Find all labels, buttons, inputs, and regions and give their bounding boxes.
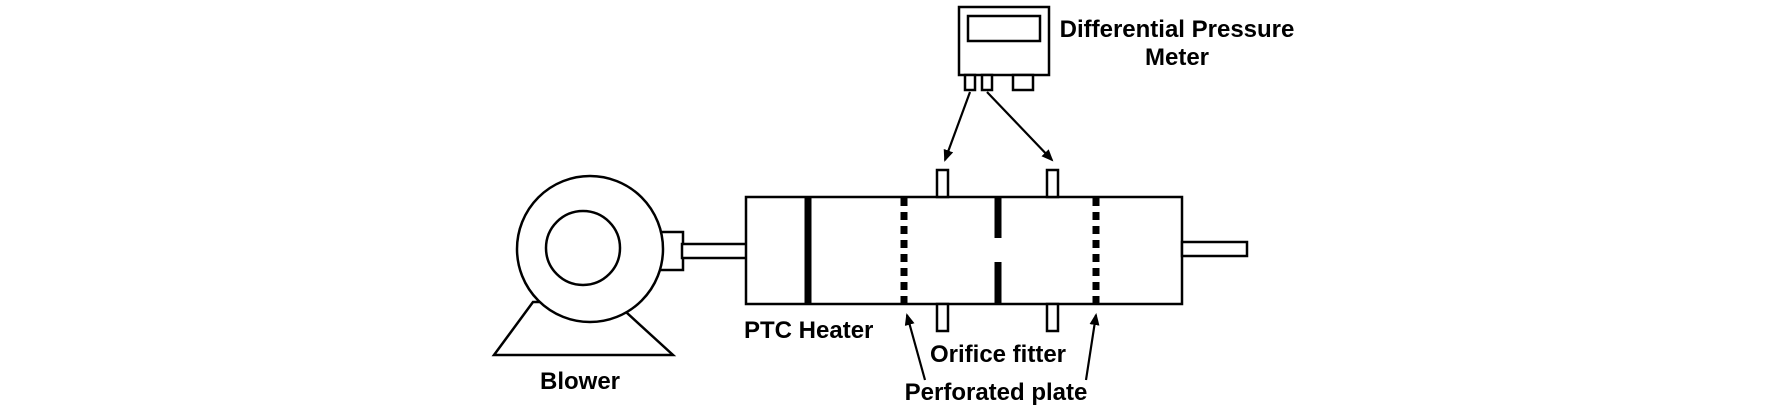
meter-tube-arrow-1 — [943, 91, 972, 162]
heater-label: PTC Heater — [744, 317, 873, 344]
meter-label-line1: Differential Pressure — [1060, 16, 1295, 43]
pressure-tap-top-1 — [935, 168, 950, 199]
pressure-tap-top-2 — [1045, 168, 1060, 199]
outlet-pipe — [1180, 240, 1249, 258]
meter-label-line2: Meter — [1145, 44, 1209, 71]
pressure-tap-bottom-2 — [1045, 302, 1060, 333]
meter-port-2 — [980, 73, 994, 92]
orifice-label: Orifice fitter — [930, 341, 1066, 368]
perforated-arrow-2 — [1084, 313, 1100, 381]
blower — [491, 174, 749, 357]
differential-pressure-meter — [943, 5, 1054, 162]
meter-tube-arrow-2 — [986, 91, 1054, 162]
blower-rotor — [544, 209, 622, 287]
perforated-arrow-1 — [904, 313, 927, 381]
perforated-label: Perforated plate — [905, 379, 1088, 406]
test-duct — [744, 168, 1249, 333]
meter-port-3 — [1011, 73, 1035, 92]
meter-port-1 — [963, 73, 977, 92]
meter-display — [966, 14, 1042, 43]
blower-label: Blower — [540, 368, 620, 395]
inlet-pipe — [680, 242, 749, 260]
pressure-tap-bottom-1 — [935, 302, 950, 333]
